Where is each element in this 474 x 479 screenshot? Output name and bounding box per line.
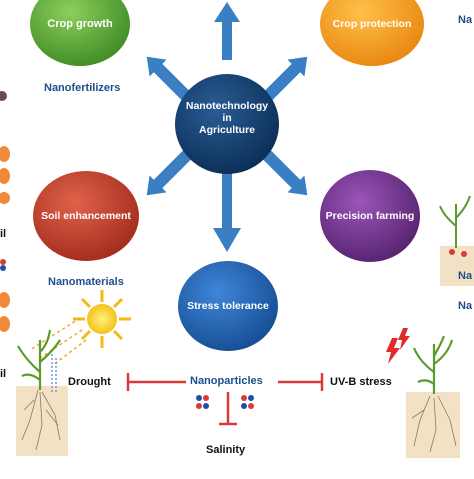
drought-plant-icon: [16, 329, 68, 456]
drought-label: Drought: [68, 376, 111, 388]
nanofertilizers-caption: Nanofertilizers: [44, 82, 121, 94]
stress-tolerance-label: Stress tolerance: [187, 300, 269, 312]
soil-enhancement-circle: [33, 171, 139, 261]
precision-farming-circle: [320, 170, 420, 262]
left-edge-fragment-1: il: [0, 228, 7, 240]
arrow-up-right: [257, 56, 308, 107]
arrows-group: [146, 2, 308, 252]
sun-icon: [73, 290, 131, 348]
center-label: Nanotechnology in Agriculture: [175, 100, 279, 136]
right-edge-fragment-bottom: Na: [458, 300, 473, 312]
uvb-stress-label: UV-B stress: [330, 376, 392, 388]
arrow-up-left: [146, 56, 197, 107]
nanoparticle-dots: [196, 395, 254, 409]
left-edge-fragment-2: il: [0, 368, 7, 380]
arrow-down: [213, 170, 241, 252]
crop-protection-label: Crop protection: [332, 18, 412, 30]
nanomaterials-caption: Nanomaterials: [48, 276, 124, 288]
soil-enhancement-label: Soil enhancement: [41, 210, 131, 222]
arrow-up: [214, 2, 240, 60]
sun-rays: [29, 317, 87, 367]
crop-protection-circle: [320, 0, 424, 66]
nanoparticles-caption: Nanoparticles: [190, 375, 263, 387]
center-label-line1: Nanotechnology: [185, 100, 269, 112]
right-edge-fragment-top: Na: [458, 14, 473, 26]
left-edge-fragments: [0, 91, 10, 332]
uvb-plant-icon: [406, 335, 460, 458]
precision-farming-label: Precision farming: [325, 210, 415, 222]
arrow-down-left: [146, 145, 197, 196]
right-edge-plant: [439, 195, 474, 286]
arrow-down-right: [257, 145, 308, 196]
right-edge-fragment-mid: Na: [458, 270, 473, 282]
center-circle: [175, 74, 279, 174]
stress-tolerance-circle: [178, 261, 278, 351]
center-label-line2: in: [222, 112, 232, 125]
crop-growth-label: Crop growth: [47, 18, 113, 30]
inhibitors: [126, 373, 324, 426]
center-label-line3: Agriculture: [198, 124, 255, 137]
crop-growth-circle: [30, 0, 130, 66]
uv-lightning-icon: [386, 328, 410, 364]
salinity-label: Salinity: [206, 444, 246, 456]
